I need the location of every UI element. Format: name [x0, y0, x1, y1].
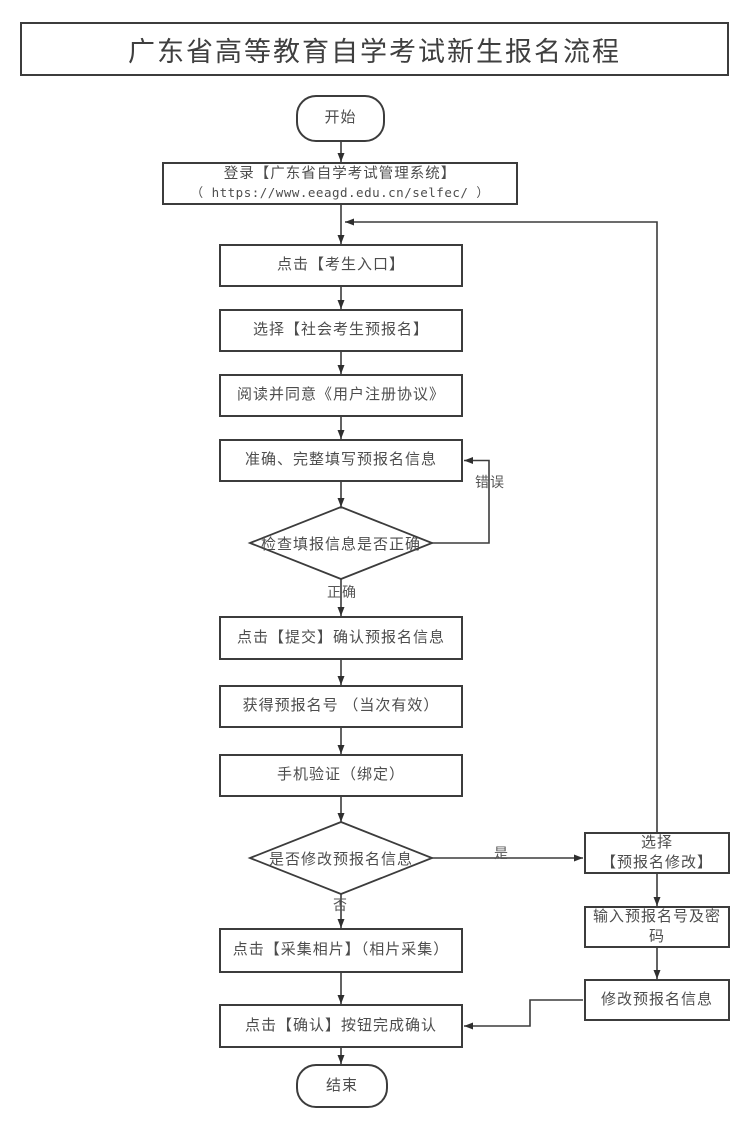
- step-submit-info-label: 点击【提交】确认预报名信息: [236, 629, 445, 646]
- step-enter-number-password: 输入预报名号及密码: [584, 906, 730, 948]
- step-fill-info: 准确、完整填写预报名信息: [219, 439, 463, 482]
- edge-label-correct: 正确: [327, 586, 357, 601]
- step-get-number: 获得预报名号 （当次有效）: [219, 685, 463, 728]
- flowchart-title-text: 广东省高等教育自学考试新生报名流程: [128, 36, 621, 67]
- edge-modifyinfo-confirm: [464, 999, 583, 1030]
- step-final-confirm-label: 点击【确认】按钮完成确认: [244, 1017, 437, 1034]
- flowchart-title: 广东省高等教育自学考试新生报名流程: [20, 22, 729, 76]
- step-phone-verify: 手机验证（绑定）: [219, 754, 463, 797]
- step-choose-preregister-label: 选择【社会考生预报名】: [252, 322, 429, 339]
- edge-choosemodify-return: [345, 218, 658, 832]
- edge-label-no: 否: [333, 899, 348, 914]
- step-choose-modify: 选择 【预报名修改】: [584, 832, 730, 874]
- decision-diamond-modify: [247, 821, 435, 895]
- step-modify-info-label: 修改预报名信息: [600, 991, 713, 1008]
- decision-modify-label: 是否修改预报名信息: [268, 851, 413, 868]
- start-label: 开始: [324, 110, 357, 127]
- decision-check-info-label: 检查填报信息是否正确: [260, 536, 421, 553]
- edge-label-error: 错误: [475, 476, 505, 491]
- step-modify-info: 修改预报名信息: [584, 979, 730, 1021]
- step-fill-info-label: 准确、完整填写预报名信息: [244, 452, 437, 469]
- edge-label-yes: 是: [494, 847, 509, 862]
- step-user-agreement-label: 阅读并同意《用户注册协议》: [236, 387, 445, 404]
- step-collect-photo-label: 点击【采集相片】（相片采集）: [232, 942, 450, 959]
- step-final-confirm: 点击【确认】按钮完成确认: [219, 1004, 463, 1048]
- end-label: 结束: [325, 1077, 358, 1094]
- step-candidate-entrance: 点击【考生入口】: [219, 244, 463, 287]
- step-choose-preregister: 选择【社会考生预报名】: [219, 309, 463, 352]
- step-enter-number-password-label: 输入预报名号及密码: [592, 908, 721, 945]
- step-user-agreement: 阅读并同意《用户注册协议》: [219, 374, 463, 417]
- edge-check-error-loop: [432, 457, 490, 544]
- decision-diamond-check-info: [247, 506, 435, 580]
- end-terminator: 结束: [296, 1064, 388, 1108]
- step-login-system: 登录【广东省自学考试管理系统】 （ https://www.eeagd.edu.…: [162, 162, 518, 205]
- start-terminator: 开始: [296, 95, 385, 142]
- step-collect-photo: 点击【采集相片】（相片采集）: [219, 928, 463, 973]
- step-candidate-entrance-label: 点击【考生入口】: [276, 257, 405, 274]
- step-submit-info: 点击【提交】确认预报名信息: [219, 616, 463, 660]
- step-get-number-label: 获得预报名号 （当次有效）: [242, 698, 440, 715]
- step-choose-modify-line2: 【预报名修改】: [600, 855, 713, 871]
- step-phone-verify-label: 手机验证（绑定）: [276, 767, 405, 784]
- login-line1: 登录【广东省自学考试管理系统】: [223, 166, 457, 183]
- login-url: （ https://www.eeagd.edu.cn/selfec/ ）: [190, 184, 490, 200]
- step-choose-modify-line1: 选择: [640, 834, 673, 851]
